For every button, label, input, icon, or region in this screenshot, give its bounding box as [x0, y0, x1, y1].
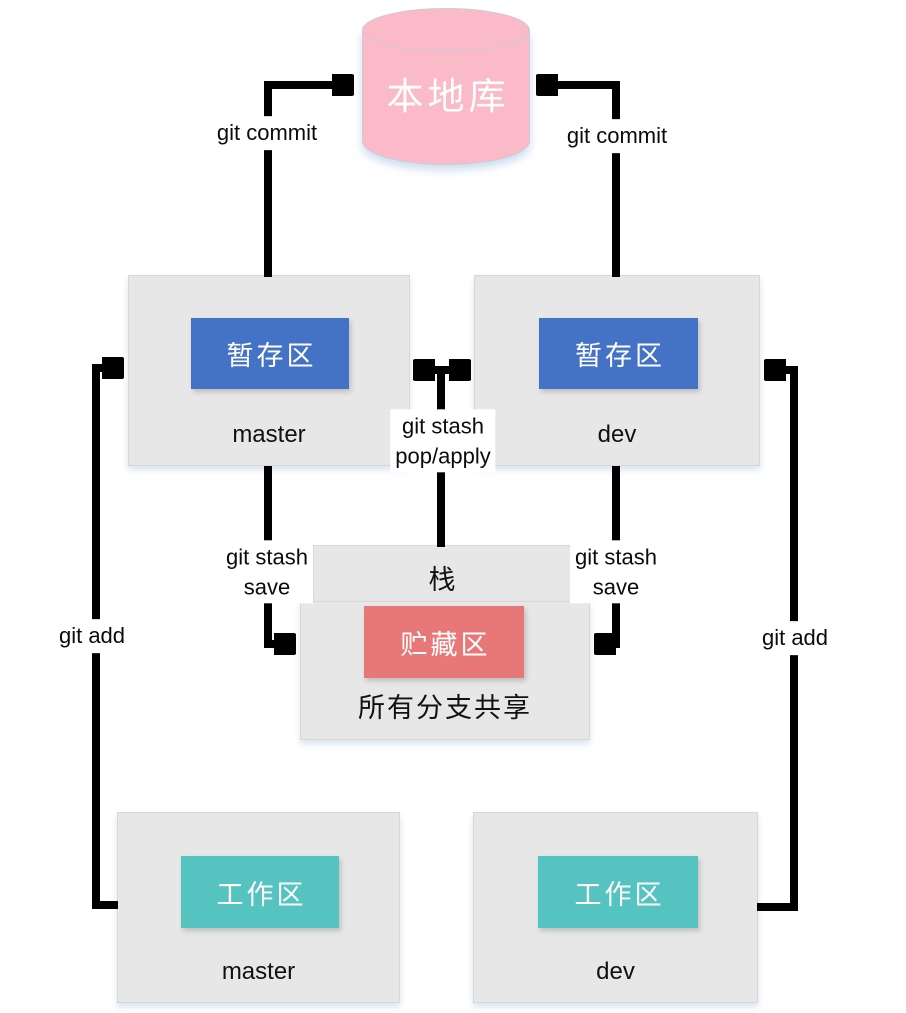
local-repo-cylinder-body: 本地库 — [362, 30, 530, 165]
edge-label-git-commit-right: git commit — [561, 119, 673, 153]
git-add-left-text: git add — [58, 623, 126, 649]
branch-label-dev-working: dev — [596, 958, 635, 985]
edge-label-git-commit-left: git commit — [211, 116, 323, 150]
git-stash-save-left-line1: git stash — [226, 544, 308, 570]
stash-area-title: 贮藏区 — [400, 629, 491, 660]
git-add-right-text: git add — [761, 625, 829, 651]
edge-label-git-stash-save-right: git stash save — [570, 540, 662, 604]
git-stash-save-right-line2: save — [592, 574, 640, 599]
stash-area-box: 贮藏区 所有分支共享 — [300, 601, 590, 740]
stash-shared-note: 所有分支共享 — [358, 693, 532, 723]
working-area-dev-box: 工作区 dev — [473, 812, 758, 1003]
branch-label-master-working: master — [221, 958, 296, 985]
stash-area-inner-box: 贮藏区 — [364, 606, 524, 678]
git-stash-pop-line1: git stash — [402, 413, 484, 439]
branch-label-master: master — [232, 421, 306, 448]
git-stash-save-left-line2: save — [243, 574, 291, 599]
git-stash-save-right-line1: git stash — [575, 544, 657, 570]
working-area-master-box: 工作区 master — [117, 812, 400, 1003]
staging-area-dev-inner-box: 暂存区 — [539, 318, 698, 389]
git-commit-right-text: git commit — [566, 123, 668, 149]
staging-area-master-box: 暂存区 master — [128, 275, 410, 466]
working-area-dev-inner-box: 工作区 — [538, 856, 698, 928]
staging-area-master-inner-box: 暂存区 — [191, 318, 349, 389]
edge-label-git-add-left: git add — [53, 619, 131, 653]
arrow-git-commit-dev — [538, 85, 620, 277]
local-repo-cylinder: 本地库 — [362, 8, 530, 165]
edge-label-git-stash-pop: git stash pop/apply — [390, 409, 496, 473]
working-area-master-inner-box: 工作区 — [181, 856, 339, 928]
arrow-git-commit-master — [264, 85, 352, 277]
branch-label-dev: dev — [597, 421, 637, 448]
staging-area-master-title: 暂存区 — [226, 341, 317, 371]
staging-area-dev-box: 暂存区 dev — [474, 275, 760, 466]
edge-label-git-add-right: git add — [756, 621, 834, 655]
working-area-dev-title: 工作区 — [574, 879, 665, 910]
edge-label-git-stash-save-left: git stash save — [221, 540, 313, 604]
local-repo-cylinder-top — [362, 8, 530, 52]
working-area-master-title: 工作区 — [216, 879, 307, 910]
local-repo-label: 本地库 — [386, 76, 510, 117]
git-commit-left-text: git commit — [216, 120, 318, 146]
stash-stack-label: 栈 — [428, 565, 458, 595]
staging-area-dev-title: 暂存区 — [575, 341, 665, 371]
git-stash-pop-line2: pop/apply — [395, 443, 491, 468]
